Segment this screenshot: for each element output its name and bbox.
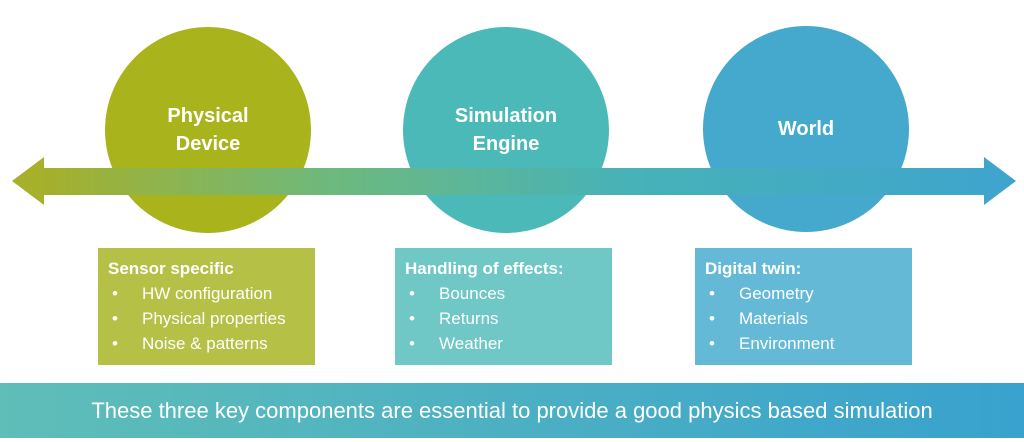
arrow-shaft	[38, 168, 988, 195]
bullet-icon: •	[409, 334, 415, 353]
list-item-label: Returns	[439, 309, 499, 328]
box-digital-twin: Digital twin: • Geometry • Materials • E…	[695, 248, 912, 365]
list-item: • Geometry	[705, 281, 902, 306]
node-physical-device: Physical Device	[105, 27, 311, 233]
list-item-label: Materials	[739, 309, 808, 328]
box-sensor-specific: Sensor specific • HW configuration • Phy…	[98, 248, 315, 365]
list-item: • Returns	[405, 306, 602, 331]
node-simulation-engine-label: Simulation Engine	[454, 105, 558, 155]
summary-banner: These three key components are essential…	[0, 383, 1024, 438]
list-item: • Bounces	[405, 281, 602, 306]
list-item-label: Weather	[439, 334, 503, 353]
list-item-label: Environment	[739, 334, 835, 353]
list-item-label: Geometry	[739, 284, 814, 303]
list-item-label: Physical properties	[142, 309, 286, 328]
list-item: • Noise & patterns	[108, 331, 305, 356]
list-item-label: Noise & patterns	[142, 334, 268, 353]
bullet-icon: •	[112, 284, 118, 303]
node-world-label: World	[777, 118, 835, 140]
box-handling-of-effects: Handling of effects: • Bounces • Returns…	[395, 248, 612, 365]
list-item: • Environment	[705, 331, 902, 356]
box-handling-of-effects-list: • Bounces • Returns • Weather	[405, 281, 602, 356]
list-item-label: Bounces	[439, 284, 506, 303]
arrow-right-head-icon	[984, 157, 1016, 205]
node-physical-device-label: Physical Device	[167, 105, 249, 155]
bullet-icon: •	[709, 284, 715, 303]
bullet-icon: •	[112, 309, 118, 328]
bullet-icon: •	[112, 334, 118, 353]
box-digital-twin-title: Digital twin:	[705, 259, 802, 278]
box-sensor-specific-title: Sensor specific	[108, 259, 234, 278]
box-handling-of-effects-title: Handling of effects:	[405, 259, 564, 278]
bullet-icon: •	[409, 284, 415, 303]
bullet-icon: •	[709, 334, 715, 353]
bullet-icon: •	[409, 309, 415, 328]
summary-banner-text: These three key components are essential…	[91, 397, 933, 423]
list-item: • Physical properties	[108, 306, 305, 331]
box-digital-twin-list: • Geometry • Materials • Environment	[705, 281, 902, 356]
list-item: • HW configuration	[108, 281, 305, 306]
list-item-label: HW configuration	[142, 284, 273, 303]
box-sensor-specific-list: • HW configuration • Physical properties…	[108, 281, 305, 356]
bullet-icon: •	[709, 309, 715, 328]
node-world: World	[703, 26, 909, 232]
list-item: • Materials	[705, 306, 902, 331]
node-simulation-engine: Simulation Engine	[403, 27, 609, 233]
list-item: • Weather	[405, 331, 602, 356]
